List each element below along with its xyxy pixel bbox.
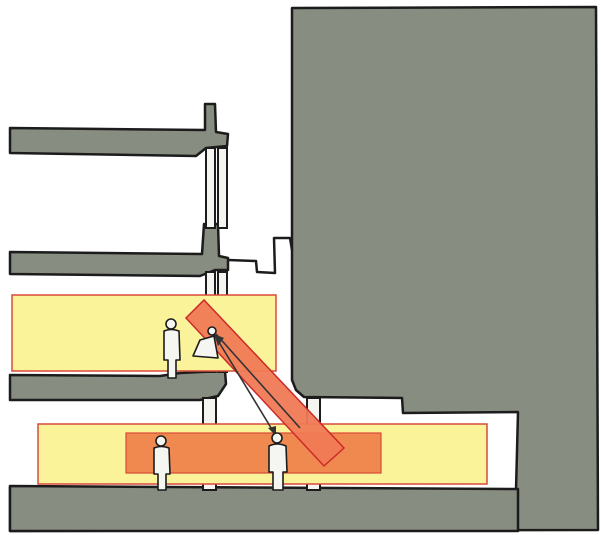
column-upper-b (218, 148, 227, 228)
floor-slab-top (10, 104, 228, 156)
floor-slab-third (10, 371, 226, 400)
ground-slab (10, 486, 518, 531)
floor-slab-second (10, 224, 228, 276)
facade-step (228, 238, 292, 273)
column-upper-a (206, 148, 215, 228)
